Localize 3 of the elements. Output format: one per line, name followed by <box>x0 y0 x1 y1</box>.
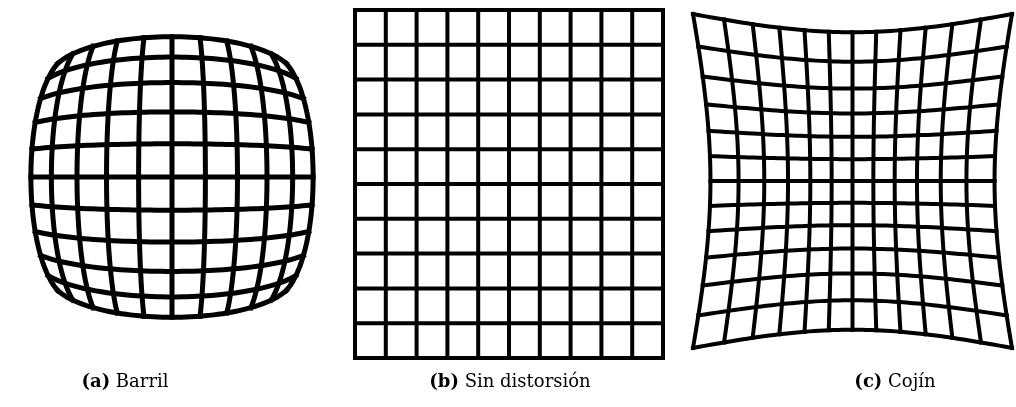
subfigure-caption: (a) Barril <box>81 370 169 391</box>
subfigure-caption: (b) Sin distorsión <box>429 370 591 391</box>
subfigure-caption: (c) Cojín <box>854 370 936 391</box>
